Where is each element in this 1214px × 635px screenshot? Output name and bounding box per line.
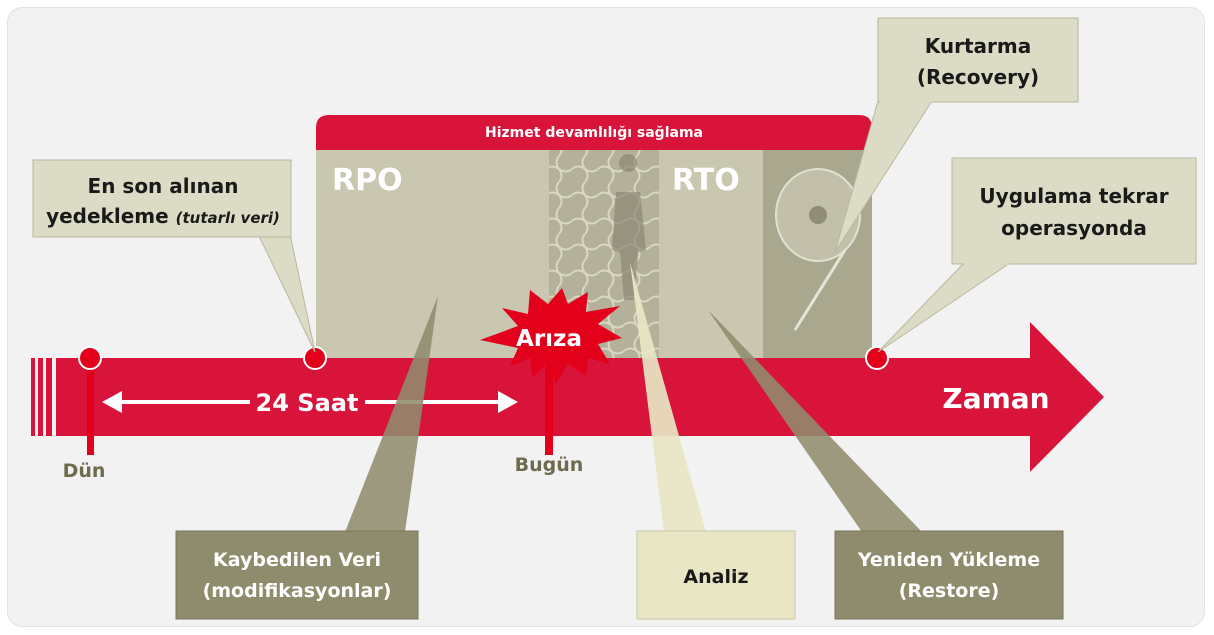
time-axis-label: Zaman (942, 382, 1049, 415)
rto-label: RTO (672, 163, 740, 198)
rpo-label: RPO (332, 163, 403, 198)
start-label: Dün (63, 460, 106, 482)
disk-spindle (809, 206, 827, 224)
failure-label: Arıza (516, 326, 582, 352)
operational-line1: Uygulama tekrar (979, 184, 1168, 208)
restore-line2: (Restore) (899, 580, 1000, 602)
restore-line1: Yeniden Yükleme (857, 549, 1040, 571)
start-marker-dot (79, 347, 101, 369)
recovery-line2: (Recovery) (917, 65, 1039, 89)
recovery-line1: Kurtarma (925, 34, 1032, 58)
lost-data-line1: Kaybedilen Veri (213, 549, 381, 571)
analysis-label: Analiz (683, 566, 748, 588)
lost-data-line2: (modifikasyonlar) (203, 580, 392, 602)
last-backup-line1: En son alınan (88, 174, 239, 198)
operational-point-dot (866, 347, 888, 369)
callout-last-backup: En son alınan yedekleme (tutarlı veri) (33, 160, 315, 352)
last-backup-line2-italic: (tutarlı veri) (176, 209, 280, 227)
callout-operational: Uygulama tekrar operasyonda (878, 158, 1196, 352)
start-marker-stem (87, 358, 94, 455)
duration-label: 24 Saat (256, 389, 359, 417)
last-backup-line2-bold: yedekleme (46, 204, 169, 228)
timeline-stripe (31, 358, 35, 436)
timeline-stripe (46, 358, 52, 436)
timeline-stripe (38, 358, 43, 436)
banner-label: Hizmet devamlılığı sağlama (485, 125, 703, 141)
failure-point-label: Bugün (515, 454, 584, 476)
operational-line2: operasyonda (1001, 216, 1147, 240)
